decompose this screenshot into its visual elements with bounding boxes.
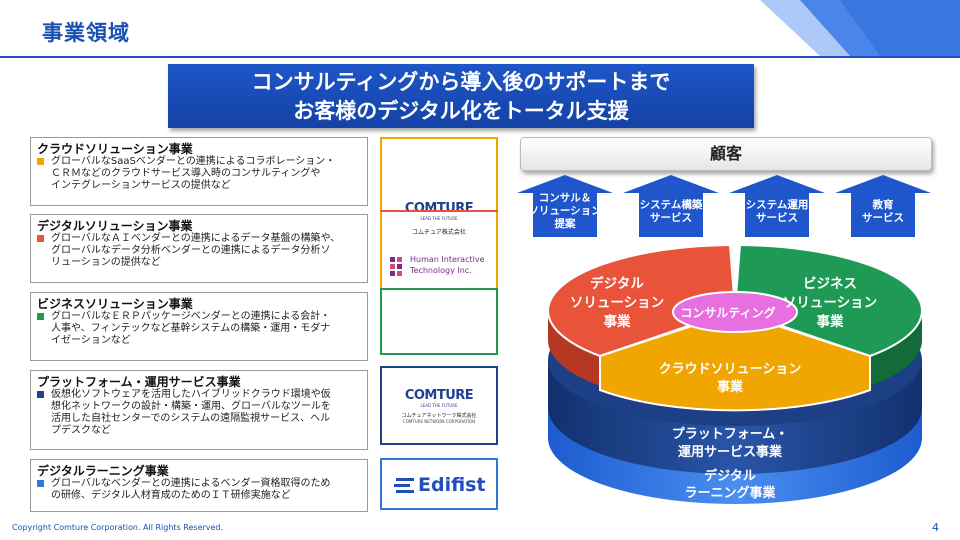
segment-title: ビジネスソリューション事業 [30,292,368,311]
service-arrow-operation: システム運用サービス [729,175,825,237]
segment-line: の研修、デジタル人材育成のためのＩＴ研修実施など [51,490,291,501]
hit-logo: Human Interactive Technology Inc. [388,253,494,281]
hit-mark-icon [390,257,402,276]
segment-line: 想化ネットワークの設計・構築・運用、グローバルなツールを [51,401,331,412]
segment-title: プラットフォーム・運用サービス事業 [30,370,368,389]
headline-banner: コンサルティングから導入後のサポートまで お客様のデジタル化をトータル支援 [168,64,754,128]
logo-box-green-frame [380,288,498,355]
edifist-mark-icon [394,478,414,493]
comture-network-jp-name: コムチュアネットワーク株式会社 [401,413,477,419]
label-cloud-solution: クラウドソリューション事業 [658,362,802,395]
arrow-label: システム運用サービス [745,199,809,224]
consulting-core [672,291,798,333]
page-title: 事業領域 [42,21,130,45]
hit-name-line2: Technology Inc. [410,266,472,275]
segment-line: グローバルなＥＲＰパッケージベンダーとの連携による会計・ [51,311,331,322]
square-bullet-icon [37,391,44,398]
comture-network-en-name: COMTURE NETWORK CORPORATION [402,419,476,424]
header-bar: 事業領域 [0,0,960,58]
headline-line-2: お客様のデジタル化をトータル支援 [293,99,629,123]
label-business-solution: ビジネスソリューション事業 [782,276,878,330]
comture-wordmark: COMTURE [404,201,474,216]
logo-box-edifist: Edifist [380,458,498,510]
label-digital-solution: デジタルソリューション事業 [569,276,665,330]
service-arrow-consulting: コンサル＆ソリューション提案 [517,175,613,237]
segment-title: クラウドソリューション事業 [30,137,368,156]
comture-wordmark: COMTURE [404,388,474,403]
slice-cloud [599,310,871,412]
square-bullet-icon [37,313,44,320]
segment-line: リューションの提供など [51,257,161,268]
segment-description: グローバルなＡＩベンダーとの連携によるデータ基盤の構築や、 グローバルなデータ分… [30,231,368,283]
segment-learning: デジタルラーニング事業 グローバルなベンダーとの連携によるベンダー資格取得のため… [30,459,368,512]
label-platform: プラットフォーム・運用サービス事業 [671,427,789,460]
headline-line-1: コンサルティングから導入後のサポートまで [251,70,671,94]
segment-line: 人事や、フィンテックなど基幹システムの構築・運用・モダナ [51,323,331,334]
header-decoration [760,0,960,56]
square-bullet-icon [37,480,44,487]
comture-logo: COMTURE LEAD THE FUTURE コムチュア株式会社 [382,201,496,236]
logo-box-divider-red [380,210,498,212]
segment-description: グローバルなSaaSベンダーとの連携によるコラボレーション・ ＣＲＭなどのクラウ… [30,154,368,206]
segment-line: 活用した自社センターでのシステムの遠隔監視サービス、ヘル [51,413,331,424]
segment-business: ビジネスソリューション事業 グローバルなＥＲＰパッケージベンダーとの連携による会… [30,292,368,361]
square-bullet-icon [37,158,44,165]
service-arrow-education: 教育サービス [835,175,931,237]
comture-jp-name: コムチュア株式会社 [412,229,466,236]
segment-line: グローバルなＡＩベンダーとの連携によるデータ基盤の構築や、 [51,233,341,244]
segment-line: プデスクなど [51,425,111,436]
edifist-logo: Edifist [394,474,486,498]
segment-description: グローバルなベンダーとの連携によるベンダー資格取得のため の研修、デジタル人材育… [30,476,368,512]
service-arrow-build: システム構築サービス [623,175,719,237]
label-consulting: コンサルティング [680,306,776,320]
business-disc-diagram [546,243,924,504]
segment-line: グローバルなデータ分析ベンダーとの連携によるデータ分析ソ [51,245,331,256]
logo-box-comture-network: COMTURE LEAD THE FUTURE コムチュアネットワーク株式会社 … [380,366,498,445]
segment-line: 仮想化ソフトウェアを活用したハイブリッドクラウド環境や仮 [51,389,331,400]
segment-line: イゼーションなど [51,335,131,346]
segment-line: グローバルなSaaSベンダーとの連携によるコラボレーション・ [51,156,336,167]
comture-tagline: LEAD THE FUTURE [420,216,458,221]
segment-line: インテグレーションサービスの提供など [51,180,231,191]
segment-title: デジタルラーニング事業 [30,459,368,478]
label-learning: デジタルラーニング事業 [684,469,776,501]
slice-business [733,243,924,358]
copyright-notice: Copyright Comture Corporation. All Right… [12,523,224,532]
hit-name-line1: Human Interactive [410,255,485,264]
arrow-label: 教育サービス [862,199,904,224]
logo-box-divider-green [380,288,498,290]
comture-network-logo: COMTURE LEAD THE FUTURE コムチュアネットワーク株式会社 … [382,388,496,424]
segment-cloud: クラウドソリューション事業 グローバルなSaaSベンダーとの連携によるコラボレー… [30,137,368,206]
comture-tagline: LEAD THE FUTURE [420,403,458,408]
segment-description: 仮想化ソフトウェアを活用したハイブリッドクラウド環境や仮 想化ネットワークの設計… [30,387,368,450]
segment-line: グローバルなベンダーとの連携によるベンダー資格取得のため [51,478,331,489]
arrow-label: コンサル＆ソリューション提案 [528,192,602,230]
segment-digital: デジタルソリューション事業 グローバルなＡＩベンダーとの連携によるデータ基盤の構… [30,214,368,283]
edifist-wordmark: Edifist [418,474,486,496]
segment-title: デジタルソリューション事業 [30,214,368,233]
square-bullet-icon [37,235,44,242]
client-bar: 顧客 [520,137,932,171]
page-number: 4 [932,521,939,534]
title-divider [0,56,960,58]
slice-digital [546,243,737,358]
arrow-label: システム構築サービス [639,199,703,224]
logo-box-comture-group: COMTURE LEAD THE FUTURE コムチュア株式会社 Human … [380,137,498,355]
segment-description: グローバルなＥＲＰパッケージベンダーとの連携による会計・ 人事や、フィンテックな… [30,309,368,361]
segment-line: ＣＲＭなどのクラウドサービス導入時のコンサルティングや [51,168,321,179]
segment-platform: プラットフォーム・運用サービス事業 仮想化ソフトウェアを活用したハイブリッドクラ… [30,370,368,450]
